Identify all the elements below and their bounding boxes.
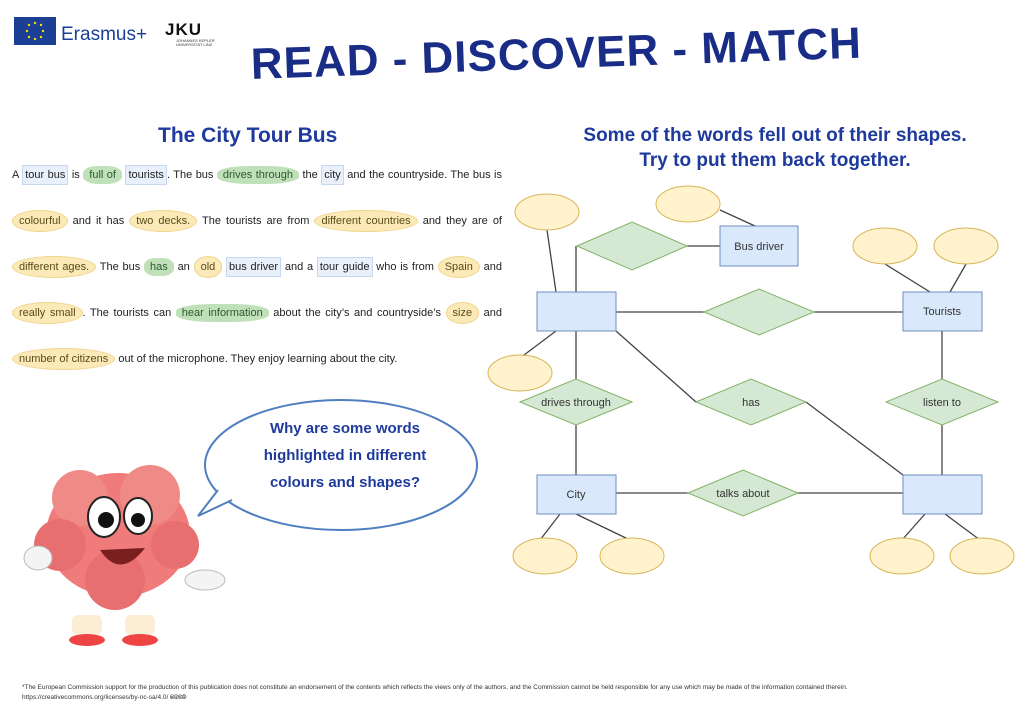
instructions-line-2: Try to put them back together. — [639, 150, 911, 171]
eu-flag-logo — [14, 17, 56, 45]
highlight-attribute: two decks. — [129, 210, 198, 232]
has-label: has — [742, 397, 760, 409]
relation-talks-about[interactable] — [686, 469, 800, 517]
bus-driver-label: Bus driver — [734, 241, 784, 253]
relation-listen-to[interactable] — [884, 378, 1000, 426]
jku-logo-subtitle: JOHANNES KEPLER UNIVERSITÄT LINZ — [176, 38, 215, 47]
story-title: The City Tour Bus — [158, 124, 338, 147]
highlight-relation: hear information — [175, 304, 269, 322]
story-text-run: and a — [281, 261, 317, 273]
story-text-run: out of the microphone. They enjoy learni… — [115, 353, 398, 365]
entity-tourists[interactable] — [902, 291, 983, 332]
story-text: A tour bus is full of tourists. The bus … — [12, 152, 502, 382]
diagram-connectors — [519, 209, 981, 541]
attribute-ellipse[interactable] — [949, 537, 1015, 575]
highlight-attribute: colourful — [12, 210, 68, 232]
story-text-run: . The tourists can — [82, 307, 176, 319]
highlight-attribute: Spain — [437, 256, 480, 278]
entity-empty-right[interactable] — [902, 474, 983, 515]
attribute-ellipse[interactable] — [487, 354, 553, 392]
speech-bubble — [197, 399, 478, 531]
story-text-run: an — [173, 261, 194, 273]
story-text-run: and they are of — [417, 215, 502, 227]
attribute-ellipse[interactable] — [512, 537, 578, 575]
attribute-ellipse[interactable] — [514, 193, 580, 231]
story-text-run: the — [299, 169, 322, 181]
entity-city[interactable] — [536, 474, 617, 515]
story-text-run: The bus — [96, 261, 145, 273]
jku-logo: JKU — [165, 20, 203, 39]
city-label: City — [567, 489, 586, 501]
footer-license: https://creativecommons.org/licenses/by-… — [22, 694, 187, 701]
highlight-attribute: size — [445, 302, 480, 324]
highlight-entity: tour bus — [22, 165, 69, 185]
relation-drives-through[interactable] — [518, 378, 634, 426]
attribute-ellipse[interactable] — [869, 537, 935, 575]
relation-has[interactable] — [694, 378, 808, 426]
story-text-run: who is from — [372, 261, 438, 273]
entity-empty-left[interactable] — [536, 291, 617, 332]
highlight-attribute: old — [193, 256, 223, 278]
footer-disclaimer: *The European Commission support for the… — [22, 684, 848, 691]
highlight-entity: bus driver — [226, 257, 282, 277]
highlight-attribute: number of citizens — [12, 348, 116, 370]
story-text-run: The tourists are from — [197, 215, 315, 227]
attribute-ellipse[interactable] — [599, 537, 665, 575]
er-diagram: Bus driver Tourists City drives through … — [487, 185, 1015, 575]
tourists-label: Tourists — [923, 306, 961, 318]
instructions-line-1: Some of the words fell out of their shap… — [583, 125, 967, 146]
highlight-attribute: different ages. — [12, 256, 97, 278]
story-text-run: . The bus — [166, 169, 217, 181]
highlight-attribute: different countries — [314, 210, 418, 232]
story-text-run: and the countryside. The bus is — [343, 169, 503, 181]
story-text-run: and it has — [67, 215, 130, 227]
highlight-relation: has — [144, 258, 174, 276]
drives-through-label: drives through — [541, 397, 611, 409]
erasmus-logo-text: Erasmus+ — [61, 24, 148, 45]
talks-about-label: talks about — [716, 488, 769, 500]
highlight-relation: full of — [83, 166, 122, 184]
story-text-run: is — [68, 169, 84, 181]
story-text-run: and — [479, 307, 502, 319]
story-text-run: A — [12, 169, 23, 181]
highlight-entity: tourists — [125, 165, 167, 185]
mascot-and-bubble — [23, 399, 478, 646]
highlight-attribute: really small — [12, 302, 83, 324]
footer: *The European Commission support for the… — [22, 683, 1012, 703]
page-title: READ - DISCOVER - MATCH — [250, 18, 863, 89]
attribute-ellipse[interactable] — [852, 227, 918, 265]
highlight-relation: drives through — [216, 166, 300, 184]
attribute-ellipse[interactable] — [933, 227, 999, 265]
relation-empty-middle[interactable] — [702, 288, 816, 336]
attribute-ellipse[interactable] — [655, 185, 721, 223]
instructions: Some of the words fell out of their shap… — [560, 123, 990, 173]
entity-bus-driver[interactable] — [719, 225, 799, 267]
story-text-run: and — [479, 261, 502, 273]
listen-to-label: listen to — [923, 397, 961, 409]
highlight-entity: city — [321, 165, 344, 185]
speech-bubble-text: Why are some words highlighted in differ… — [263, 420, 427, 491]
story-text-run: about the city’s and countryside’s — [268, 307, 446, 319]
attribute-ellipses — [487, 185, 1015, 575]
relation-empty-top[interactable] — [575, 221, 689, 271]
brain-mascot — [23, 465, 226, 646]
highlight-entity: tour guide — [316, 257, 373, 277]
